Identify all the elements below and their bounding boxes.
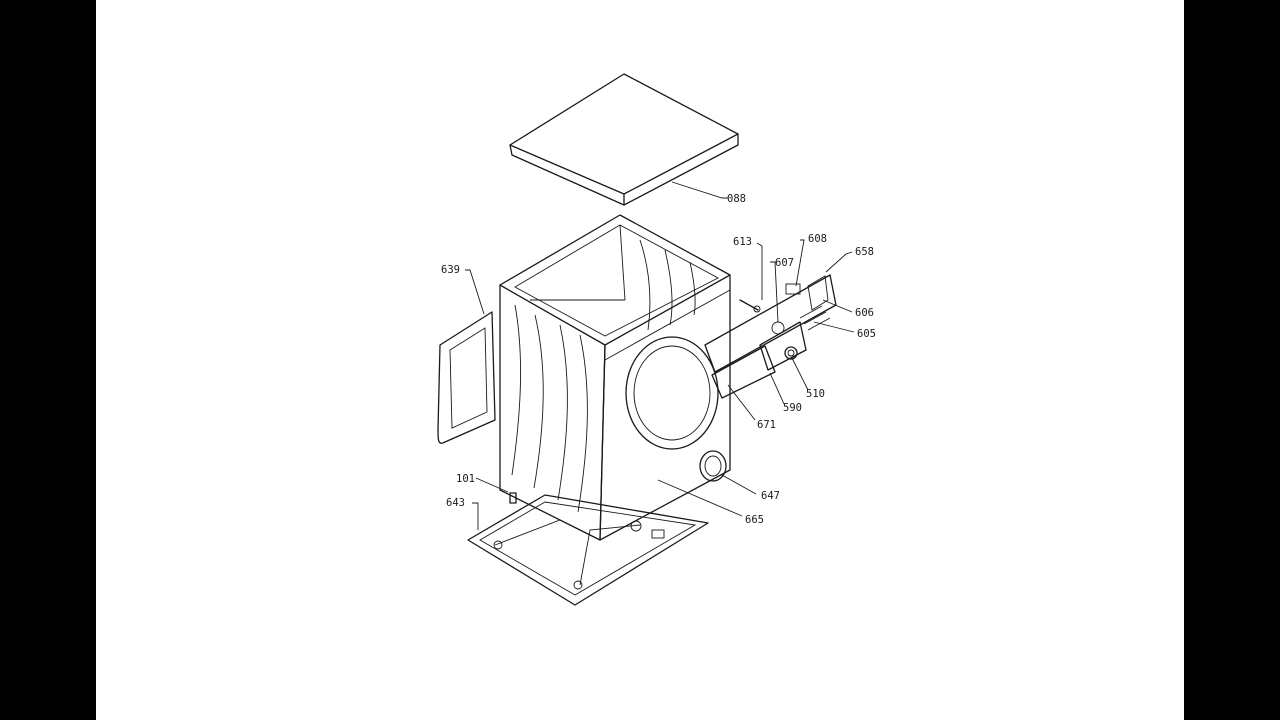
label-607: 607 xyxy=(775,257,794,269)
label-608: 608 xyxy=(808,233,827,245)
cabinet xyxy=(499,214,731,541)
label-101: 101 xyxy=(456,473,475,485)
label-510: 510 xyxy=(806,388,825,400)
label-671: 671 xyxy=(757,419,776,431)
label-647: 647 xyxy=(761,490,780,502)
label-088: 088 xyxy=(727,193,746,205)
part-labels: 088 613 608 607 658 639 606 605 510 590 … xyxy=(441,193,876,526)
top-cover xyxy=(509,73,739,206)
label-665: 665 xyxy=(745,514,764,526)
drawing-sheet xyxy=(96,0,1184,720)
label-613: 613 xyxy=(733,236,752,248)
base-plate xyxy=(467,494,709,606)
label-658: 658 xyxy=(855,246,874,258)
label-643: 643 xyxy=(446,497,465,509)
leader-lines xyxy=(465,181,855,530)
label-606: 606 xyxy=(855,307,874,319)
label-639: 639 xyxy=(441,264,460,276)
adjustable-foot xyxy=(509,492,517,504)
label-590: 590 xyxy=(783,402,802,414)
label-605: 605 xyxy=(857,328,876,340)
side-gasket-frame xyxy=(437,311,496,444)
